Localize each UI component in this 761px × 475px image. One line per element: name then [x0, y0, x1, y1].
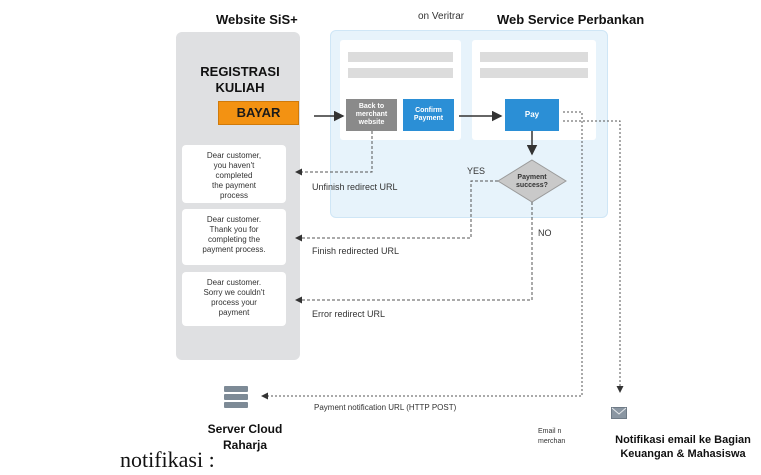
error-message-card: Dear customer. Sorry we couldn't process… [182, 272, 286, 326]
confirm-btn-line: Payment [413, 115, 444, 122]
unfinish-msg-line: you haven't [213, 161, 255, 170]
unfinish-msg-line: the payment [211, 181, 257, 190]
back-to-merchant-button[interactable]: Back to merchant website [346, 99, 397, 131]
no-label: NO [538, 228, 552, 238]
decision-line1: Payment [517, 174, 547, 181]
finish-msg-line: payment process. [202, 245, 266, 254]
pay-button[interactable]: Pay [505, 99, 559, 131]
notification-url-label: Payment notification URL (HTTP POST) [314, 403, 457, 412]
mail-icon [611, 407, 627, 419]
email-merchant-label: Email n merchan [538, 427, 565, 447]
registration-title-line2: KULIAH [215, 80, 265, 95]
error-msg-line: Sorry we couldn't [203, 288, 265, 297]
email-label-line2: merchan [538, 438, 566, 445]
unfinish-message-card: Dear customer, you haven't completed the… [182, 145, 286, 203]
registration-title: REGISTRASI KULIAH [190, 64, 290, 96]
caption: notifikasi : [120, 447, 215, 472]
unfinish-msg-line: Dear customer, [206, 151, 262, 160]
email-label-line1: Email n [538, 428, 562, 435]
veritrans-header: on Veritrar [418, 11, 465, 22]
back-btn-line: merchant [355, 111, 388, 118]
registration-title-line1: REGISTRASI [200, 64, 280, 79]
finish-msg-line: Dear customer. [206, 215, 262, 224]
finish-message-card: Dear customer. Thank you for completing … [182, 209, 286, 265]
server-label-line2: Raharja [222, 438, 268, 452]
finish-msg-line: completing the [207, 235, 261, 244]
decision-line2: success? [516, 182, 548, 189]
back-btn-line: Back to [358, 103, 385, 110]
email-notif-line2: Keuangan & Mahasiswa [620, 448, 746, 460]
unfinish-url-label: Unfinish redirect URL [312, 182, 398, 192]
email-notification-label: Notifikasi email ke Bagian Keuangan & Ma… [598, 433, 761, 461]
confirm-btn-line: Confirm [415, 107, 442, 114]
server-label-line1: Server Cloud [207, 422, 283, 436]
server-icon [224, 386, 248, 408]
yes-label: YES [467, 166, 486, 176]
back-btn-line: website [358, 119, 385, 126]
unfinish-msg-line: process [219, 191, 248, 200]
finish-url-label: Finish redirected URL [312, 246, 400, 256]
bank-header: Web Service Perbankan [497, 12, 645, 27]
email-notif-line1: Notifikasi email ke Bagian [615, 434, 751, 446]
website-header: Website SiS+ [216, 12, 298, 27]
confirm-payment-button[interactable]: Confirm Payment [403, 99, 454, 131]
finish-msg-line: Thank you for [209, 225, 259, 234]
decision-label: Payment success? [506, 174, 558, 190]
bayar-button[interactable]: BAYAR [218, 101, 299, 125]
error-msg-line: process your [211, 298, 257, 307]
unfinish-msg-line: completed [215, 171, 253, 180]
error-url-label: Error redirect URL [312, 309, 386, 319]
error-msg-line: payment [218, 308, 250, 317]
error-msg-line: Dear customer. [206, 278, 262, 287]
server-label: Server Cloud Raharja [200, 421, 290, 453]
